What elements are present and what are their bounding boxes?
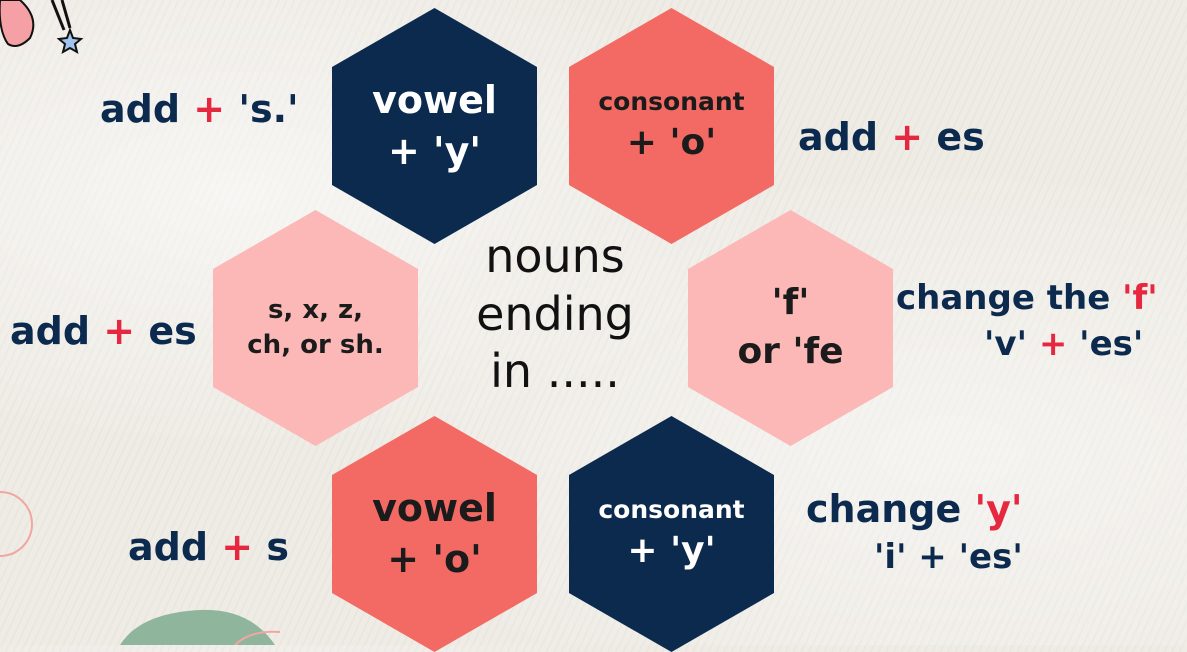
rule-f-fe: change the 'f' 'v' + 'es'	[896, 276, 1158, 368]
rule-f-fe-highlight: 'f'	[1122, 278, 1158, 318]
rule-consonant-y-line2: 'i' + 'es'	[874, 537, 1023, 578]
hexagon-vowel-y: vowel + 'y'	[332, 8, 537, 244]
rule-f-fe-line2-post: 'es'	[1067, 323, 1144, 364]
rule-vowel-y-pre: add	[100, 87, 194, 131]
hexagon-sxz-line1: s, x, z,	[267, 294, 364, 325]
center-title: nouns ending in .....	[455, 228, 655, 401]
rule-vowel-o: add + s	[128, 522, 289, 573]
rule-f-fe-line2: 'v' + 'es'	[896, 322, 1158, 368]
center-title-line1: nouns	[485, 229, 625, 283]
hexagon-consonant-o-line1: consonant	[598, 86, 745, 116]
rule-s-x-z-ch-sh: add + es	[10, 306, 197, 357]
hexagon-consonant-y-line1: consonant	[598, 494, 745, 524]
hexagon-vowel-o-line2: + 'o'	[387, 537, 482, 581]
hexagon-vowel-y-line2: + 'y'	[387, 129, 482, 173]
hexagon-f-fe: 'f' or 'fe	[688, 210, 893, 446]
circle-outline-decoration	[0, 491, 33, 557]
green-blob-decoration	[120, 609, 281, 645]
plus-sign: +	[193, 87, 226, 131]
rule-consonant-o-pre: add	[798, 115, 892, 159]
hexagon-sxz-line2: ch, or sh.	[247, 330, 384, 360]
center-title-line2: ending	[476, 286, 634, 341]
rule-consonant-o: add + es	[798, 112, 985, 163]
rule-vowel-y: add + 's.'	[100, 84, 299, 135]
rule-consonant-o-post: es	[923, 115, 985, 159]
hexagon-consonant-y: consonant + 'y'	[569, 416, 774, 652]
rule-consonant-y-line1-pre: change	[806, 487, 975, 531]
hexagon-consonant-o: consonant + 'o'	[569, 8, 774, 244]
rule-vowel-o-pre: add	[128, 525, 222, 569]
rule-f-fe-line1-pre: change the	[896, 278, 1123, 318]
rule-f-fe-line2-pre: 'v'	[984, 323, 1039, 364]
rule-vowel-o-post: s	[253, 525, 289, 569]
hexagon-f-fe-line1: 'f'	[771, 282, 810, 324]
star-burst-decoration	[0, 0, 84, 55]
plus-sign: +	[103, 309, 136, 353]
hexagon-s-x-z-ch-sh: s, x, z, ch, or sh.	[213, 210, 418, 446]
plus-sign: +	[1038, 323, 1068, 364]
hexagon-consonant-o-line2: + 'o'	[626, 121, 717, 163]
hexagon-vowel-o: vowel + 'o'	[332, 416, 537, 652]
hexagon-vowel-o-line1: vowel	[372, 485, 497, 530]
rule-f-fe-line1: change the 'f'	[896, 276, 1158, 322]
rule-sxz-pre: add	[10, 309, 104, 353]
rule-consonant-y-line1: change 'y'	[806, 484, 1023, 535]
rule-consonant-y-highlight: 'y'	[974, 487, 1023, 531]
plus-sign: +	[221, 525, 254, 569]
hexagon-consonant-y-line2: + 'y'	[627, 529, 716, 571]
plus-sign: +	[891, 115, 924, 159]
rule-sxz-post: es	[135, 309, 197, 353]
hexagon-vowel-y-line1: vowel	[372, 77, 497, 122]
hexagon-f-fe-line2: or 'fe	[737, 331, 844, 372]
center-title-line3: in .....	[490, 344, 620, 398]
rule-vowel-y-post: 's.'	[225, 87, 299, 131]
rule-consonant-y: change 'y' 'i' + 'es'	[806, 484, 1023, 581]
